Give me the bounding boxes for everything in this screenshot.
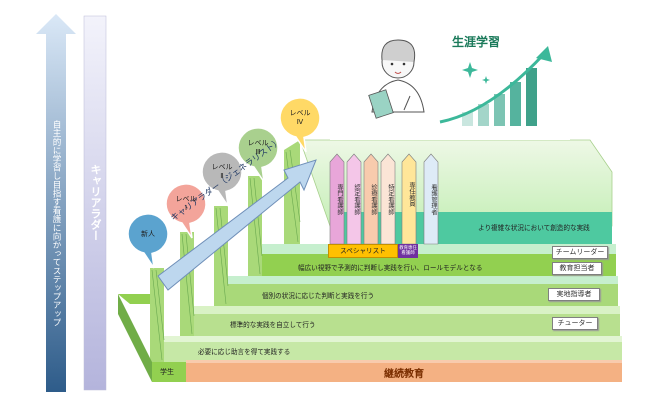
- career-ladder-bar: [83, 15, 107, 391]
- tutor-tag: チューター: [552, 317, 598, 330]
- sparkle-icon: [482, 76, 490, 84]
- nurse-figure: [368, 39, 425, 119]
- specialist-bar-label: スペシャリスト: [340, 247, 386, 255]
- level-bubble-title: レベル: [289, 109, 311, 117]
- specialist-column-6: [423, 153, 439, 245]
- step-text-4: 幅広い視野で予測的に判断し実践を行い、ロールモデルとなる: [298, 264, 483, 272]
- step-4-face: [262, 254, 616, 276]
- education-manager-label: 教育専任看護師: [399, 246, 417, 256]
- student-block-side: [118, 294, 152, 382]
- education-lead-tag: 教育担当者: [552, 262, 602, 275]
- student-block-top: [118, 294, 150, 304]
- specialist-label-3: 診療看護師: [370, 184, 377, 215]
- step-1-face: [164, 342, 622, 362]
- step-3-face: [228, 284, 618, 306]
- continuing-education-bar-top: [186, 360, 622, 363]
- level-bubble-title: レベル: [211, 163, 233, 171]
- specialist-column-5: [401, 153, 417, 245]
- level-bubble-title: レベル: [175, 195, 197, 203]
- step-up-arrow: [36, 14, 76, 392]
- specialist-columns: [329, 153, 439, 245]
- specialist-column-4: [380, 153, 396, 245]
- career-ladder-label: キャリアラダー: [89, 164, 102, 241]
- specialist-label-4: 特定看護師: [387, 184, 394, 215]
- specialist-column-2: [346, 153, 362, 245]
- student-label: 学生: [160, 368, 174, 376]
- nursing-manager-label: 看護管理者: [430, 184, 437, 215]
- dedicated-teacher-label: 専任教員: [408, 182, 415, 207]
- specialist-label-2: 認定看護師: [353, 184, 360, 215]
- level-bubble-numeral: Ⅳ: [296, 118, 304, 126]
- level-bubble-2: [165, 183, 207, 239]
- step-4-top: [262, 244, 616, 254]
- level-bubble-4: [237, 127, 279, 183]
- step-3-top: [228, 276, 618, 284]
- level-bubble-label-1: 新人: [125, 230, 171, 239]
- specialist-label-1: 専門看護師: [336, 184, 343, 215]
- level-bubbles: [127, 97, 321, 269]
- level-bubble-numeral: Ⅱ: [220, 172, 224, 180]
- level-bubble-5: [279, 97, 321, 153]
- field-instructor-tag: 実地指導者: [548, 288, 600, 301]
- step-text-2: 標準的な実践を自立して行う: [230, 321, 316, 329]
- student-block: [152, 362, 186, 382]
- specialist-column-1: [329, 153, 345, 245]
- level-bubble-numeral: Ⅲ: [255, 148, 261, 156]
- step-1-top: [164, 336, 622, 342]
- stair-hatching: [151, 149, 301, 361]
- step-2-face: [194, 314, 620, 336]
- level-bubble-title: レベル: [247, 139, 269, 147]
- step-text-1: 必要に応じ助言を得て実践する: [198, 348, 291, 356]
- education-manager-bar: 教育専任看護師: [398, 244, 418, 258]
- continuing-education-bar: [186, 362, 622, 382]
- step-text-3: 個別の状況に応じた判断と実践を行う: [262, 292, 375, 300]
- step-2-top: [194, 306, 620, 314]
- specialist-column-3: [363, 153, 379, 245]
- team-leader-tag: チームリーダー: [552, 246, 608, 259]
- level-bubble-3: [201, 151, 243, 207]
- continuing-education-label: 継続教育: [384, 369, 424, 380]
- specialist-bar: スペシャリスト: [328, 244, 398, 258]
- growth-chart: [439, 46, 552, 126]
- level-bubble-title: 新人: [141, 230, 155, 238]
- step-text-5: より複雑な状況において創造的な実践: [478, 224, 590, 232]
- sparkle-icon: [462, 62, 478, 78]
- step-up-text: 自主的に学習し目指す看護に向かってステップアップ: [51, 120, 61, 327]
- lifelong-learning-title: 生涯学習: [452, 35, 501, 49]
- ladder-arrow: [157, 159, 317, 291]
- level-bubble-numeral: Ⅰ: [184, 204, 188, 212]
- level-bubble-1: [127, 213, 169, 269]
